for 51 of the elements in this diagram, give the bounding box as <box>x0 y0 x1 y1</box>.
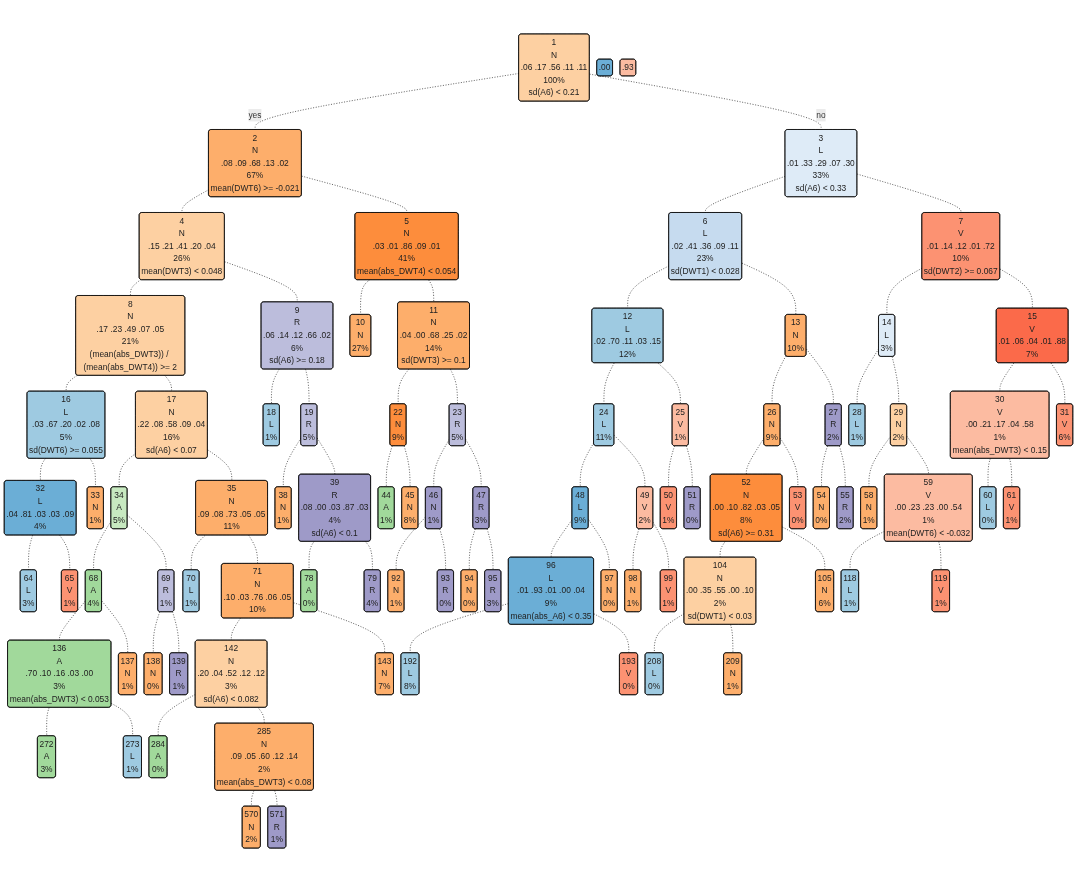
connector <box>891 356 900 405</box>
connector <box>806 348 834 405</box>
connector <box>486 528 494 571</box>
connector <box>172 611 180 654</box>
connector <box>632 528 640 571</box>
connector <box>730 624 734 654</box>
connector <box>839 445 846 488</box>
connector <box>181 189 210 214</box>
connector <box>254 73 520 131</box>
connector <box>719 541 726 558</box>
connector <box>395 516 426 571</box>
connector <box>589 73 822 131</box>
connector <box>46 707 50 737</box>
edge-label: yes <box>248 110 262 120</box>
connector <box>59 534 71 571</box>
connector <box>40 458 46 482</box>
connector <box>439 528 446 571</box>
connector <box>1009 458 1013 488</box>
connector <box>603 362 615 405</box>
connector <box>230 617 241 641</box>
connector <box>906 436 929 475</box>
connector <box>360 279 370 316</box>
connector <box>301 175 408 214</box>
connector <box>385 445 393 488</box>
connector <box>224 261 298 303</box>
connector <box>403 445 411 488</box>
connector <box>987 458 991 488</box>
connector <box>152 611 161 654</box>
connector <box>821 445 828 488</box>
connector <box>164 375 173 392</box>
connector <box>999 362 1015 392</box>
edge-label: no <box>816 110 826 120</box>
connector <box>308 541 315 571</box>
connector <box>686 445 693 488</box>
connector <box>627 265 670 309</box>
connector <box>1050 362 1066 405</box>
connector <box>207 449 233 482</box>
connector <box>886 267 923 316</box>
connector <box>999 268 1033 309</box>
connector <box>653 613 685 654</box>
connector <box>938 541 942 571</box>
connector <box>282 437 302 488</box>
connector <box>779 437 799 488</box>
connector <box>257 707 265 724</box>
connector <box>397 368 410 405</box>
connector <box>110 702 134 737</box>
connector <box>59 600 86 641</box>
connector <box>856 173 962 214</box>
connector <box>668 445 675 488</box>
connector <box>468 528 476 571</box>
connector <box>190 534 206 571</box>
